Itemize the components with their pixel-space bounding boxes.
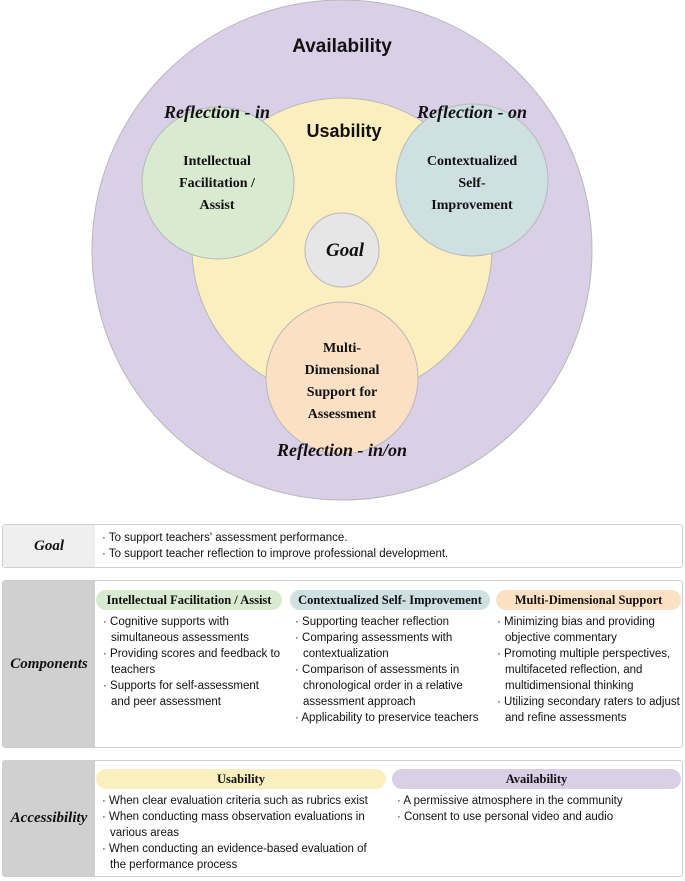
goal-item: · To support teachers' assessment perfor…: [102, 532, 348, 544]
list-item: · Supports for self-assessment and peer …: [103, 680, 259, 708]
accessibility-section: Accessibility Usability Availability · W…: [2, 760, 683, 877]
accessibility-title-availability: Availability: [392, 769, 681, 789]
component-list-contextualized: · Supporting teacher reflection · Compar…: [295, 614, 485, 726]
right-circle-line-1: Contextualized: [427, 154, 517, 169]
bottom-circle-line-1: Multi-: [323, 341, 361, 356]
left-circle-line-2: Facilitation /: [179, 176, 256, 191]
accessibility-title-usability: Usability: [96, 769, 386, 789]
list-item: · A permissive atmosphere in the communi…: [397, 795, 623, 807]
reflection-on-label: Reflection - on: [416, 102, 527, 122]
list-item: · When conducting mass observation evalu…: [102, 811, 365, 839]
component-title-multidimensional: Multi-Dimensional Support: [496, 590, 681, 610]
right-circle-line-3: Improvement: [431, 198, 513, 213]
accessibility-list-availability: · A permissive atmosphere in the communi…: [397, 793, 679, 825]
component-list-multidimensional: · Minimizing bias and providing objectiv…: [497, 614, 681, 726]
circle-intellectual-facilitation: [141, 106, 295, 260]
list-item: · Utilizing secondary raters to adjust a…: [497, 696, 680, 724]
component-title-intellectual: Intellectual Facilitation / Assist: [96, 590, 282, 610]
list-item: · Applicability to preservice teachers: [295, 712, 479, 724]
left-circle-line-3: Assist: [199, 198, 234, 213]
goal-section: Goal · To support teachers' assessment p…: [2, 524, 683, 568]
framework-diagram: Availability Usability Goal Reflection -…: [91, 0, 593, 501]
list-item: · Comparing assessments with contextuali…: [295, 632, 453, 660]
components-section: Components Intellectual Facilitation / A…: [2, 580, 683, 748]
bottom-circle-line-2: Dimensional: [305, 363, 380, 378]
left-circle-line-1: Intellectual: [183, 154, 251, 169]
circle-contextualized-self-improvement: [395, 103, 549, 257]
goal-center-label: Goal: [326, 240, 365, 261]
goal-item: · To support teacher reflection to impro…: [102, 548, 449, 560]
list-item: · Cognitive supports with simultaneous a…: [103, 616, 250, 644]
list-item: · When conducting an evidence-based eval…: [102, 843, 367, 871]
goal-section-label: Goal: [3, 525, 95, 567]
circle-multidimensional-support: [265, 301, 419, 455]
component-title-contextualized: Contextualized Self- Improvement: [290, 590, 490, 610]
accessibility-section-label: Accessibility: [3, 761, 95, 876]
bottom-circle-line-3: Support for: [307, 385, 377, 400]
accessibility-list-usability: · When clear evaluation criteria such as…: [102, 793, 384, 873]
list-item: · When clear evaluation criteria such as…: [102, 795, 368, 807]
reflection-in-label: Reflection - in: [163, 102, 270, 122]
list-item: · Providing scores and feedback to teach…: [103, 648, 281, 676]
list-item: · Comparison of assessments in chronolog…: [295, 664, 463, 708]
list-item: · Minimizing bias and providing objectiv…: [497, 616, 655, 644]
goal-list: · To support teachers' assessment perfor…: [102, 530, 672, 562]
component-list-intellectual: · Cognitive supports with simultaneous a…: [103, 614, 281, 710]
right-circle-line-2: Self-: [458, 176, 486, 191]
components-section-label: Components: [3, 581, 95, 747]
availability-label: Availability: [292, 36, 392, 57]
bottom-circle-line-4: Assessment: [308, 407, 377, 422]
list-item: · Supporting teacher reflection: [295, 616, 450, 628]
goal-circle: [304, 212, 380, 288]
list-item: · Promoting multiple perspectives, multi…: [497, 648, 671, 692]
usability-label: Usability: [306, 121, 381, 141]
list-item: · Consent to use personal video and audi…: [397, 811, 614, 823]
reflection-in-on-label: Reflection - in/on: [276, 440, 407, 460]
